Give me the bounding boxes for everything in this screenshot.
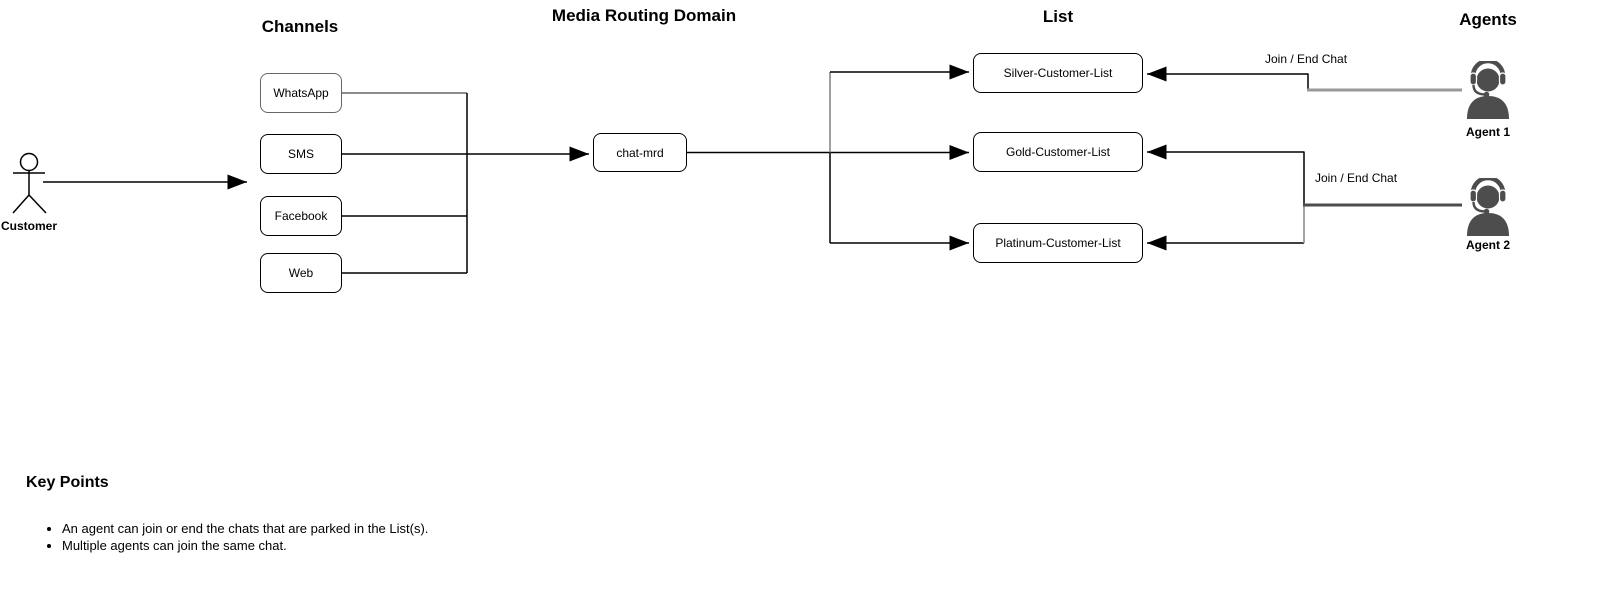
heading-channels: Channels bbox=[261, 17, 339, 36]
key-point-item: An agent can join or end the chats that … bbox=[62, 520, 428, 537]
customer-label: Customer bbox=[0, 219, 58, 233]
mrd-box-chat-mrd: chat-mrd bbox=[593, 133, 687, 172]
customer-actor-icon bbox=[12, 152, 47, 214]
agent2-label: Agent 2 bbox=[1465, 238, 1511, 252]
list-label-silver: Silver-Customer-List bbox=[1003, 66, 1113, 80]
agent2-headset-icon bbox=[1467, 178, 1509, 236]
channel-box-whatsapp: WhatsApp bbox=[260, 73, 342, 113]
list-box-platinum: Platinum-Customer-List bbox=[973, 223, 1143, 263]
key-points-title: Key Points bbox=[26, 474, 109, 491]
edge-label-join-end-chat-2: Join / End Chat bbox=[1313, 171, 1400, 185]
channel-box-sms: SMS bbox=[260, 134, 342, 174]
heading-media-routing-domain: Media Routing Domain bbox=[551, 6, 737, 25]
agent1-headset-icon bbox=[1467, 61, 1509, 119]
channel-label-web: Web bbox=[288, 266, 314, 280]
key-point-item: Multiple agents can join the same chat. bbox=[62, 537, 428, 554]
list-label-platinum: Platinum-Customer-List bbox=[995, 236, 1121, 250]
list-label-gold: Gold-Customer-List bbox=[1005, 145, 1111, 159]
mrd-label: chat-mrd bbox=[616, 145, 664, 160]
channel-label-facebook: Facebook bbox=[274, 209, 328, 223]
list-box-silver: Silver-Customer-List bbox=[973, 53, 1143, 93]
channel-label-whatsapp: WhatsApp bbox=[273, 86, 329, 100]
agent1-label: Agent 1 bbox=[1465, 125, 1511, 139]
channel-box-web: Web bbox=[260, 253, 342, 293]
heading-agents: Agents bbox=[1459, 10, 1517, 29]
key-points-list: An agent can join or end the chats that … bbox=[44, 520, 428, 554]
channel-label-sms: SMS bbox=[287, 147, 314, 161]
heading-list: List bbox=[1042, 7, 1074, 26]
channel-box-facebook: Facebook bbox=[260, 196, 342, 236]
edge-label-join-end-chat-1: Join / End Chat bbox=[1263, 52, 1350, 66]
list-box-gold: Gold-Customer-List bbox=[973, 132, 1143, 172]
